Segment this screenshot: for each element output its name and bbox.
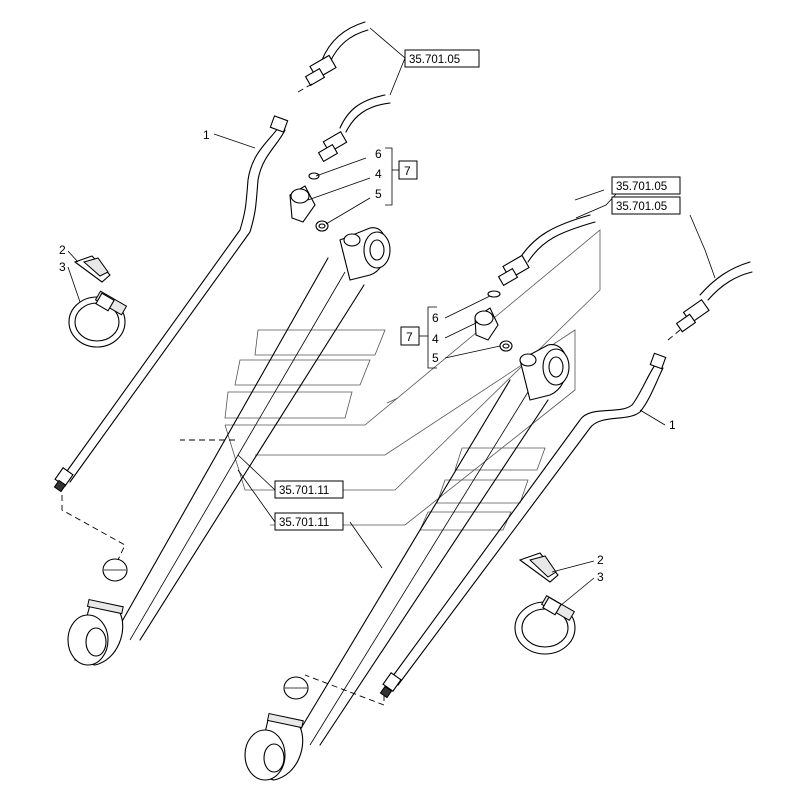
tube-left [53,115,289,493]
label-part-4-upper: 4 [375,167,382,181]
ref-box-cylinder-2[interactable]: 35.701.11 [274,512,344,531]
label-part-5-upper: 5 [375,187,382,201]
clamp-right [514,552,576,655]
ref-hose-top-text: 35.701.05 [409,54,460,66]
ref-box-hose-right-1[interactable]: 35.701.05 [611,176,681,195]
label-part-7-upper: 7 [404,164,411,178]
fitting-assembly-upper [289,147,393,232]
label-part-1-left: 1 [203,128,210,142]
ref-box-hose-top[interactable]: 35.701.05 [404,49,480,68]
label-part-5-lower: 5 [432,351,439,365]
ref-cylinder-1-text: 35.701.11 [279,485,329,497]
lower-hoses-right [497,189,753,341]
label-part-2-right: 2 [597,553,604,567]
label-part-3-left: 3 [59,260,66,274]
ref-hose-right-2-text: 35.701.05 [616,201,667,213]
clamp-left [68,255,128,348]
label-part-6-lower: 6 [432,311,439,325]
label-part-2-left: 2 [59,243,66,257]
hydraulic-cylinder-left [67,227,391,666]
fitting-assembly-lower [427,290,513,369]
ref-box-cylinder-1[interactable]: 35.701.11 [274,480,344,499]
label-part-4-lower: 4 [432,332,439,346]
label-part-7-lower: 7 [406,330,413,344]
upper-hose-left [297,21,391,163]
background-ghost-pattern [224,229,601,531]
leader-lines [67,133,666,607]
ref-cylinder-2-text: 35.701.11 [279,517,329,529]
hydraulic-cylinder-right [244,344,570,781]
label-part-1-right: 1 [669,418,676,432]
label-part-6-upper: 6 [375,147,382,161]
ref-hose-right-1-text: 35.701.05 [616,181,667,193]
ref-box-hose-right-2[interactable]: 35.701.05 [611,196,681,215]
tube-right [379,352,667,699]
label-part-3-right: 3 [597,570,604,584]
